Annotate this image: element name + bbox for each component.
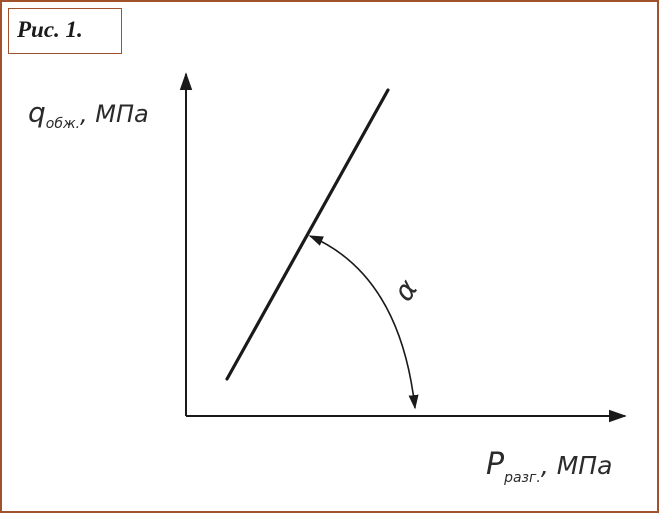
y-axis-subscript: обж. (46, 116, 80, 132)
x-axis-unit: , МПа (541, 451, 613, 480)
x-axis-label: Pразг., МПа (486, 447, 612, 486)
characteristic-line (225, 88, 390, 381)
figure-caption: Рис. 1. (17, 17, 83, 42)
figure-caption-box: Рис. 1. (8, 8, 122, 54)
x-axis-symbol: P (486, 447, 505, 482)
x-axis-subscript: разг. (503, 470, 541, 486)
angle-arc (308, 235, 419, 410)
y-axis-label: qобж., МПа (28, 96, 149, 132)
y-axis-unit: , МПа (80, 100, 149, 128)
angle-label: α (387, 273, 425, 307)
y-axis-symbol: q (28, 96, 46, 129)
